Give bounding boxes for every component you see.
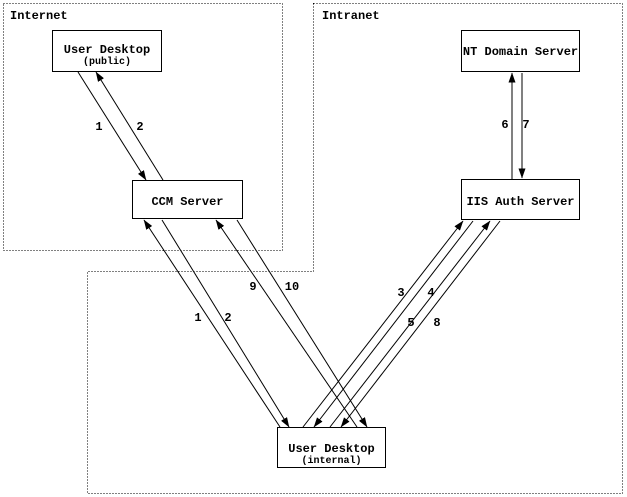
flow-8-iis-to-internal-desktop-line — [340, 220, 501, 428]
flow-label-1-internal: 1 — [194, 311, 201, 325]
node-iis-auth-server: IIS Auth Server — [461, 179, 580, 220]
intranet-zone-border — [87, 3, 623, 494]
ccm-server-title: CCM Server — [151, 195, 223, 209]
iis-auth-server-title: IIS Auth Server — [466, 195, 574, 209]
flow-9-internal-desktop-to-ccm-line — [215, 219, 358, 428]
flow-2-ccm-to-public-desktop-line — [95, 71, 164, 181]
flow-label-3: 3 — [397, 286, 404, 300]
flow-label-1-public: 1 — [95, 120, 102, 134]
ccm-server-box — [132, 180, 243, 219]
flow-4-iis-to-internal-desktop-line — [313, 220, 474, 428]
user-desktop-public-box — [52, 30, 162, 72]
user-desktop-internal-box — [277, 427, 386, 468]
flow-label-5: 5 — [407, 316, 414, 330]
node-user-desktop-internal: User Desktop (internal) — [277, 427, 386, 468]
flow-number-labels: 1 2 1 2 9 10 3 4 5 8 6 7 — [95, 118, 529, 330]
flow-3-internal-desktop-to-iis-line — [302, 220, 464, 428]
user-desktop-internal-title: User Desktop — [288, 442, 374, 456]
flow-label-4: 4 — [427, 286, 434, 300]
user-desktop-public-subtitle: (public) — [83, 56, 131, 68]
flow-label-8: 8 — [433, 316, 440, 330]
flow-2-ccm-to-internal-desktop-line — [161, 219, 290, 428]
intranet-zone-label: Intranet — [322, 9, 380, 23]
internet-zone-label: Internet — [10, 9, 68, 23]
nt-domain-server-title: NT Domain Server — [463, 45, 578, 59]
node-nt-domain-server: NT Domain Server — [461, 30, 580, 72]
flow-label-2-public: 2 — [136, 120, 143, 134]
flow-1-internal-desktop-to-ccm-line — [143, 219, 281, 428]
flow-5-internal-desktop-to-iis-line — [329, 220, 491, 428]
node-ccm-server: CCM Server — [132, 180, 243, 219]
user-desktop-public-title: User Desktop — [64, 43, 150, 57]
flow-label-9: 9 — [249, 280, 256, 294]
flow-label-10: 10 — [285, 280, 299, 294]
nt-domain-server-box — [461, 30, 580, 72]
internet-zone-border — [3, 3, 283, 251]
flow-10-ccm-to-internal-desktop-line — [236, 219, 368, 428]
flow-lines — [77, 71, 526, 428]
flow-label-7: 7 — [522, 118, 529, 132]
node-user-desktop-public: User Desktop (public) — [52, 30, 162, 72]
iis-auth-server-box — [461, 179, 580, 220]
flow-1-public-desktop-to-ccm-line — [77, 71, 147, 181]
user-desktop-internal-subtitle: (internal) — [301, 455, 361, 467]
flow-label-2-internal: 2 — [224, 311, 231, 325]
flow-label-6: 6 — [501, 118, 508, 132]
